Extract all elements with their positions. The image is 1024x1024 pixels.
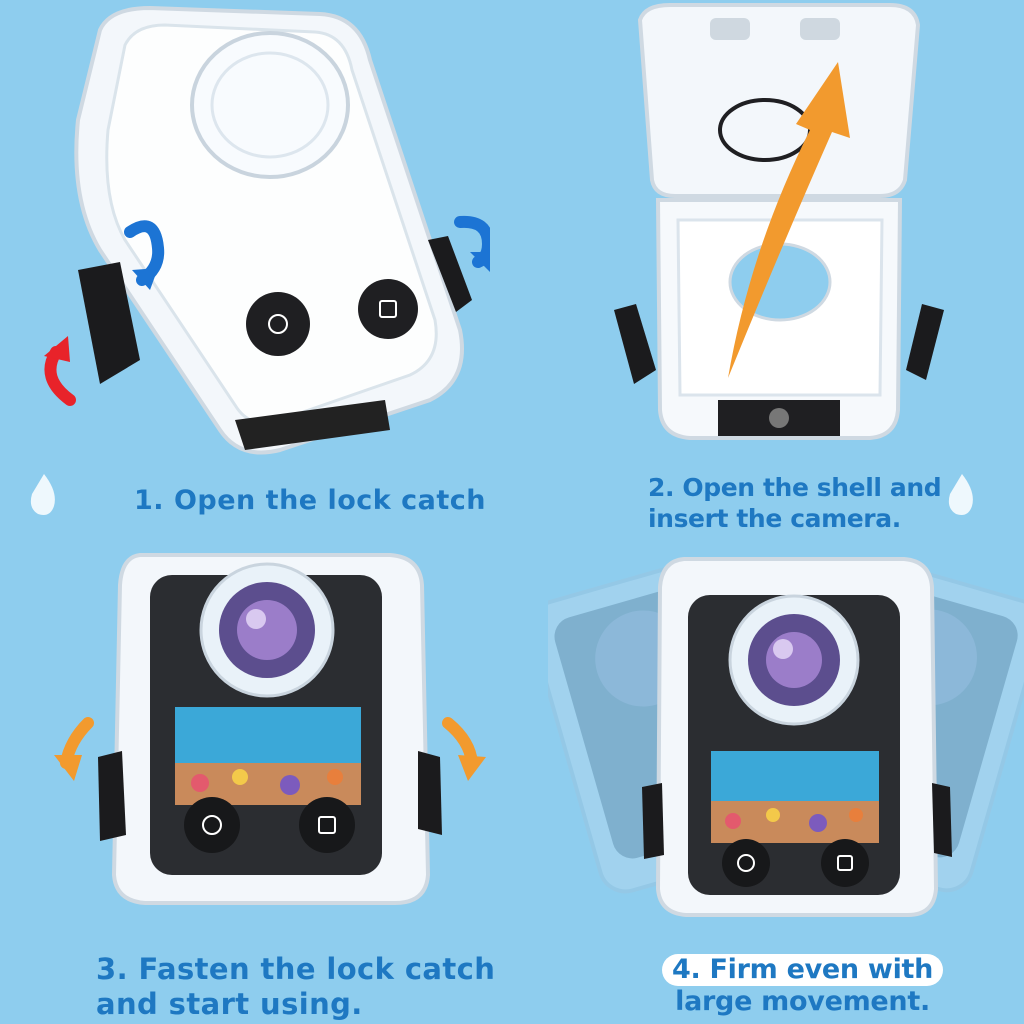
lock-catch-left-icon (98, 751, 126, 841)
caption-line: and start using. (96, 986, 363, 1021)
lock-catch-left-icon (614, 304, 656, 384)
water-drop-icon (30, 474, 55, 515)
camera-in-housing-image (54, 553, 486, 905)
lock-catch-left-icon (642, 783, 664, 859)
caption-line: 2. Open the shell and (648, 473, 942, 502)
caption-line: 1. Open the lock catch (134, 485, 487, 516)
round-button-icon (246, 292, 310, 356)
lock-catch-right-icon (428, 236, 472, 312)
caption-line: large movement. (675, 986, 930, 1018)
step-2-illustration (600, 0, 960, 450)
lift-arrow-orange-icon (728, 62, 850, 378)
water-drop-icon (948, 474, 973, 515)
housing-open-image (614, 2, 944, 440)
square-button-icon (358, 279, 418, 339)
lock-catch-left-icon (78, 262, 140, 384)
step-4-illustration (548, 545, 1024, 925)
caption-line: insert the camera. (648, 504, 901, 534)
housing-closed-image (44, 5, 490, 455)
lock-catch-right-icon (932, 783, 952, 857)
camera-motion-image (548, 557, 1024, 917)
lock-catch-right-icon (418, 751, 442, 835)
caption-line: 4. Firm even with (662, 954, 944, 987)
step-3-caption: 3. Fasten the lock catch and start using… (96, 952, 495, 1022)
step-2-caption: 2. Open the shell and insert the camera. (648, 472, 942, 535)
step-3-illustration (50, 545, 490, 915)
step-4-caption: 4. Firm even with large movement. (662, 954, 944, 1019)
caption-line: 3. Fasten the lock catch (96, 952, 496, 986)
step-1-caption: 1. Open the lock catch (134, 485, 487, 516)
step-1-illustration (30, 0, 490, 460)
lock-catch-right-icon (906, 304, 944, 380)
